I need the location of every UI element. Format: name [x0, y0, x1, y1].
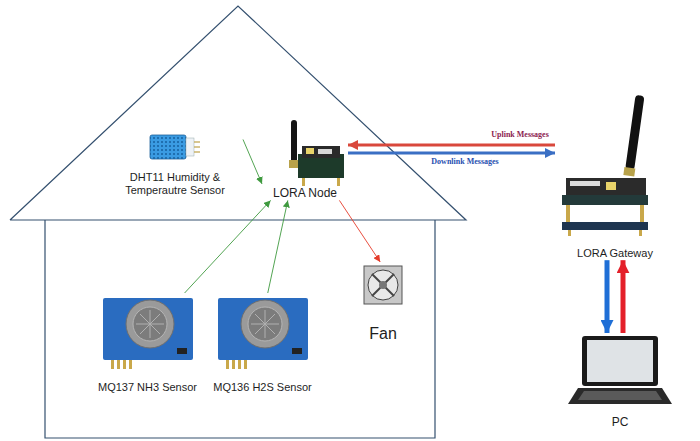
arrow-connector: [605, 260, 610, 333]
fan-node: Fan: [355, 262, 411, 343]
gas-sensor-node: MQ136 H2S Sensor: [210, 293, 315, 394]
lora-node-board: [289, 120, 344, 186]
node-label: MQ136 H2S Sensor: [210, 381, 315, 394]
arrow-connector: [243, 139, 262, 183]
lora-gateway-board: [562, 95, 648, 236]
gateway-node: LORA Gateway: [555, 92, 675, 260]
gas-sensor-module: [218, 298, 308, 369]
arrow-connector: [621, 260, 626, 333]
fan-symbol: [364, 266, 402, 304]
edge-label: Downlink Messages: [429, 157, 500, 167]
arrow-connector: [185, 200, 271, 293]
arrow-connector: [339, 200, 380, 262]
node-label: Fan: [355, 324, 411, 343]
node-label: LORA Node: [262, 186, 348, 200]
edge-label: Uplink Messages: [489, 130, 551, 140]
lora-node: LORA Node: [262, 118, 348, 200]
house-outline: [10, 6, 466, 438]
node-label: PC: [565, 415, 675, 429]
gas-sensor-module: [103, 298, 193, 369]
node-label: MQ137 NH3 Sensor: [95, 381, 201, 394]
arrow-connector: [348, 144, 555, 147]
dht11-sensor: [150, 135, 200, 159]
arrow-connector: [268, 200, 288, 293]
gas-sensor-node: MQ137 NH3 Sensor: [95, 293, 201, 394]
node-label: LORA Gateway: [555, 247, 675, 260]
pc-node: PC: [565, 333, 675, 429]
sensor-node: DHT11 Humidity & Temperautre Sensor: [107, 125, 243, 197]
arrow-connector: [348, 152, 555, 155]
laptop-icon: [568, 336, 672, 404]
node-label: DHT11 Humidity & Temperautre Sensor: [107, 171, 243, 197]
